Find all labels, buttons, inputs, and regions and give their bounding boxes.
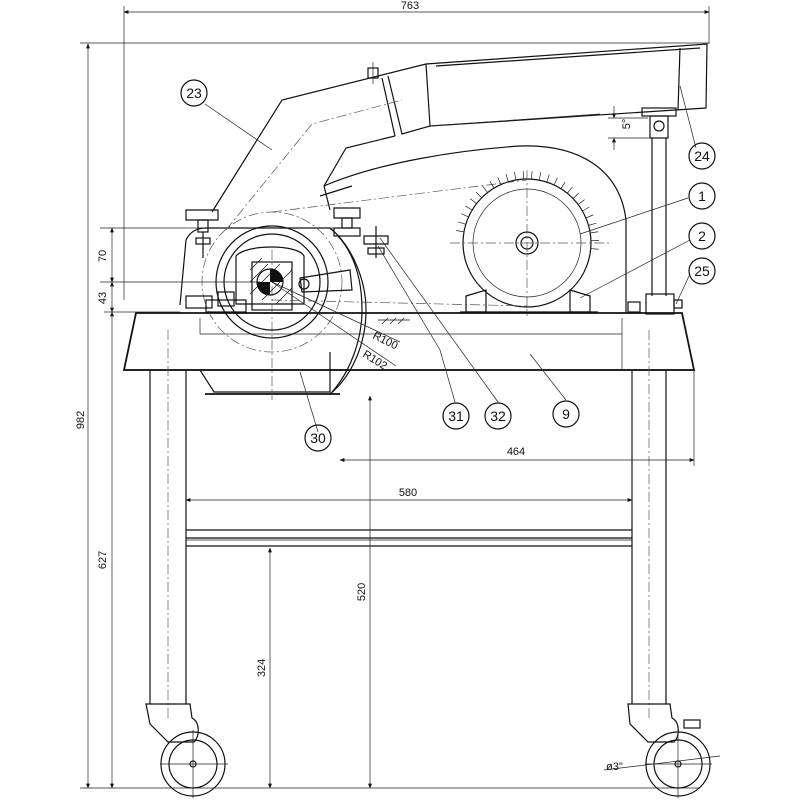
callout-23: 23 — [181, 80, 207, 106]
motor-fin — [578, 200, 584, 205]
motor-pulley — [272, 170, 610, 316]
motor-fin — [561, 182, 565, 189]
caster-left — [146, 704, 228, 798]
motor-fin — [483, 186, 488, 192]
callout-9: 9 — [553, 401, 579, 427]
motor-fin — [476, 192, 482, 198]
motor-fin — [465, 206, 472, 210]
motor-fin — [456, 230, 464, 231]
motor-fin — [539, 172, 541, 180]
frame — [150, 330, 666, 720]
motor-fin — [586, 215, 593, 218]
motor-fin — [573, 193, 579, 199]
feed-chute — [426, 44, 707, 126]
motor-fin — [589, 223, 597, 225]
dim-70-label: 70 — [97, 250, 109, 262]
dim-axle-height: 324 — [256, 548, 270, 788]
dim-464-label: 464 — [507, 446, 525, 458]
belt-guard — [320, 146, 626, 312]
motor-fin — [514, 172, 515, 180]
dim-top-width: 763 — [124, 0, 709, 300]
svg-text:24: 24 — [694, 148, 710, 164]
callout-1: 1 — [689, 183, 715, 209]
callout-2: 2 — [689, 223, 715, 249]
svg-text:30: 30 — [310, 430, 326, 446]
callout-25: 25 — [689, 258, 715, 284]
dim-table-height: 627 — [97, 312, 180, 788]
wheel-dia-label: ø3" — [606, 761, 623, 773]
dim-leg-height: 520 — [356, 396, 370, 788]
svg-text:9: 9 — [562, 406, 570, 422]
dim-motor-offset: 464 — [340, 370, 694, 466]
r100-label: R100 — [371, 330, 400, 352]
svg-text:2: 2 — [698, 228, 706, 244]
knob-right — [334, 208, 388, 258]
hopper — [212, 62, 430, 230]
svg-text:25: 25 — [694, 263, 710, 279]
motor-fin — [506, 174, 508, 182]
dim-overall-height: 982 — [75, 44, 700, 788]
motor-fin — [567, 187, 572, 193]
angle-label: 5° — [621, 119, 633, 130]
motor-fin — [554, 178, 557, 185]
table-top — [124, 313, 694, 370]
dim-520-label: 520 — [356, 583, 368, 601]
dim-580-label: 580 — [399, 487, 417, 499]
motor-fin — [547, 175, 549, 183]
motor-fin — [590, 232, 598, 233]
motor-fin — [461, 214, 468, 217]
motor-fin — [470, 199, 476, 204]
callout-24: 24 — [689, 143, 715, 169]
dim-43-label: 43 — [97, 292, 109, 304]
dim-324-label: 324 — [256, 659, 268, 677]
support-post: 5° — [608, 106, 682, 314]
motor-fin — [458, 222, 466, 224]
dim-frame-width: 580 — [186, 487, 632, 500]
dim-763-label: 763 — [401, 0, 419, 12]
svg-text:23: 23 — [186, 85, 202, 101]
dim-982-label: 982 — [75, 411, 87, 429]
motor-fin — [591, 249, 599, 250]
callout-30: 30 — [305, 425, 331, 451]
motor-fin — [582, 207, 589, 211]
svg-text:1: 1 — [698, 188, 706, 204]
crusher-housing — [180, 212, 366, 394]
svg-text:31: 31 — [448, 408, 464, 424]
dim-627-label: 627 — [97, 551, 109, 569]
caster-right: ø3" — [604, 704, 720, 798]
svg-text:32: 32 — [490, 408, 506, 424]
motor-fin — [531, 171, 532, 179]
callout-31: 31 — [443, 403, 469, 429]
callout-32: 32 — [485, 403, 511, 429]
